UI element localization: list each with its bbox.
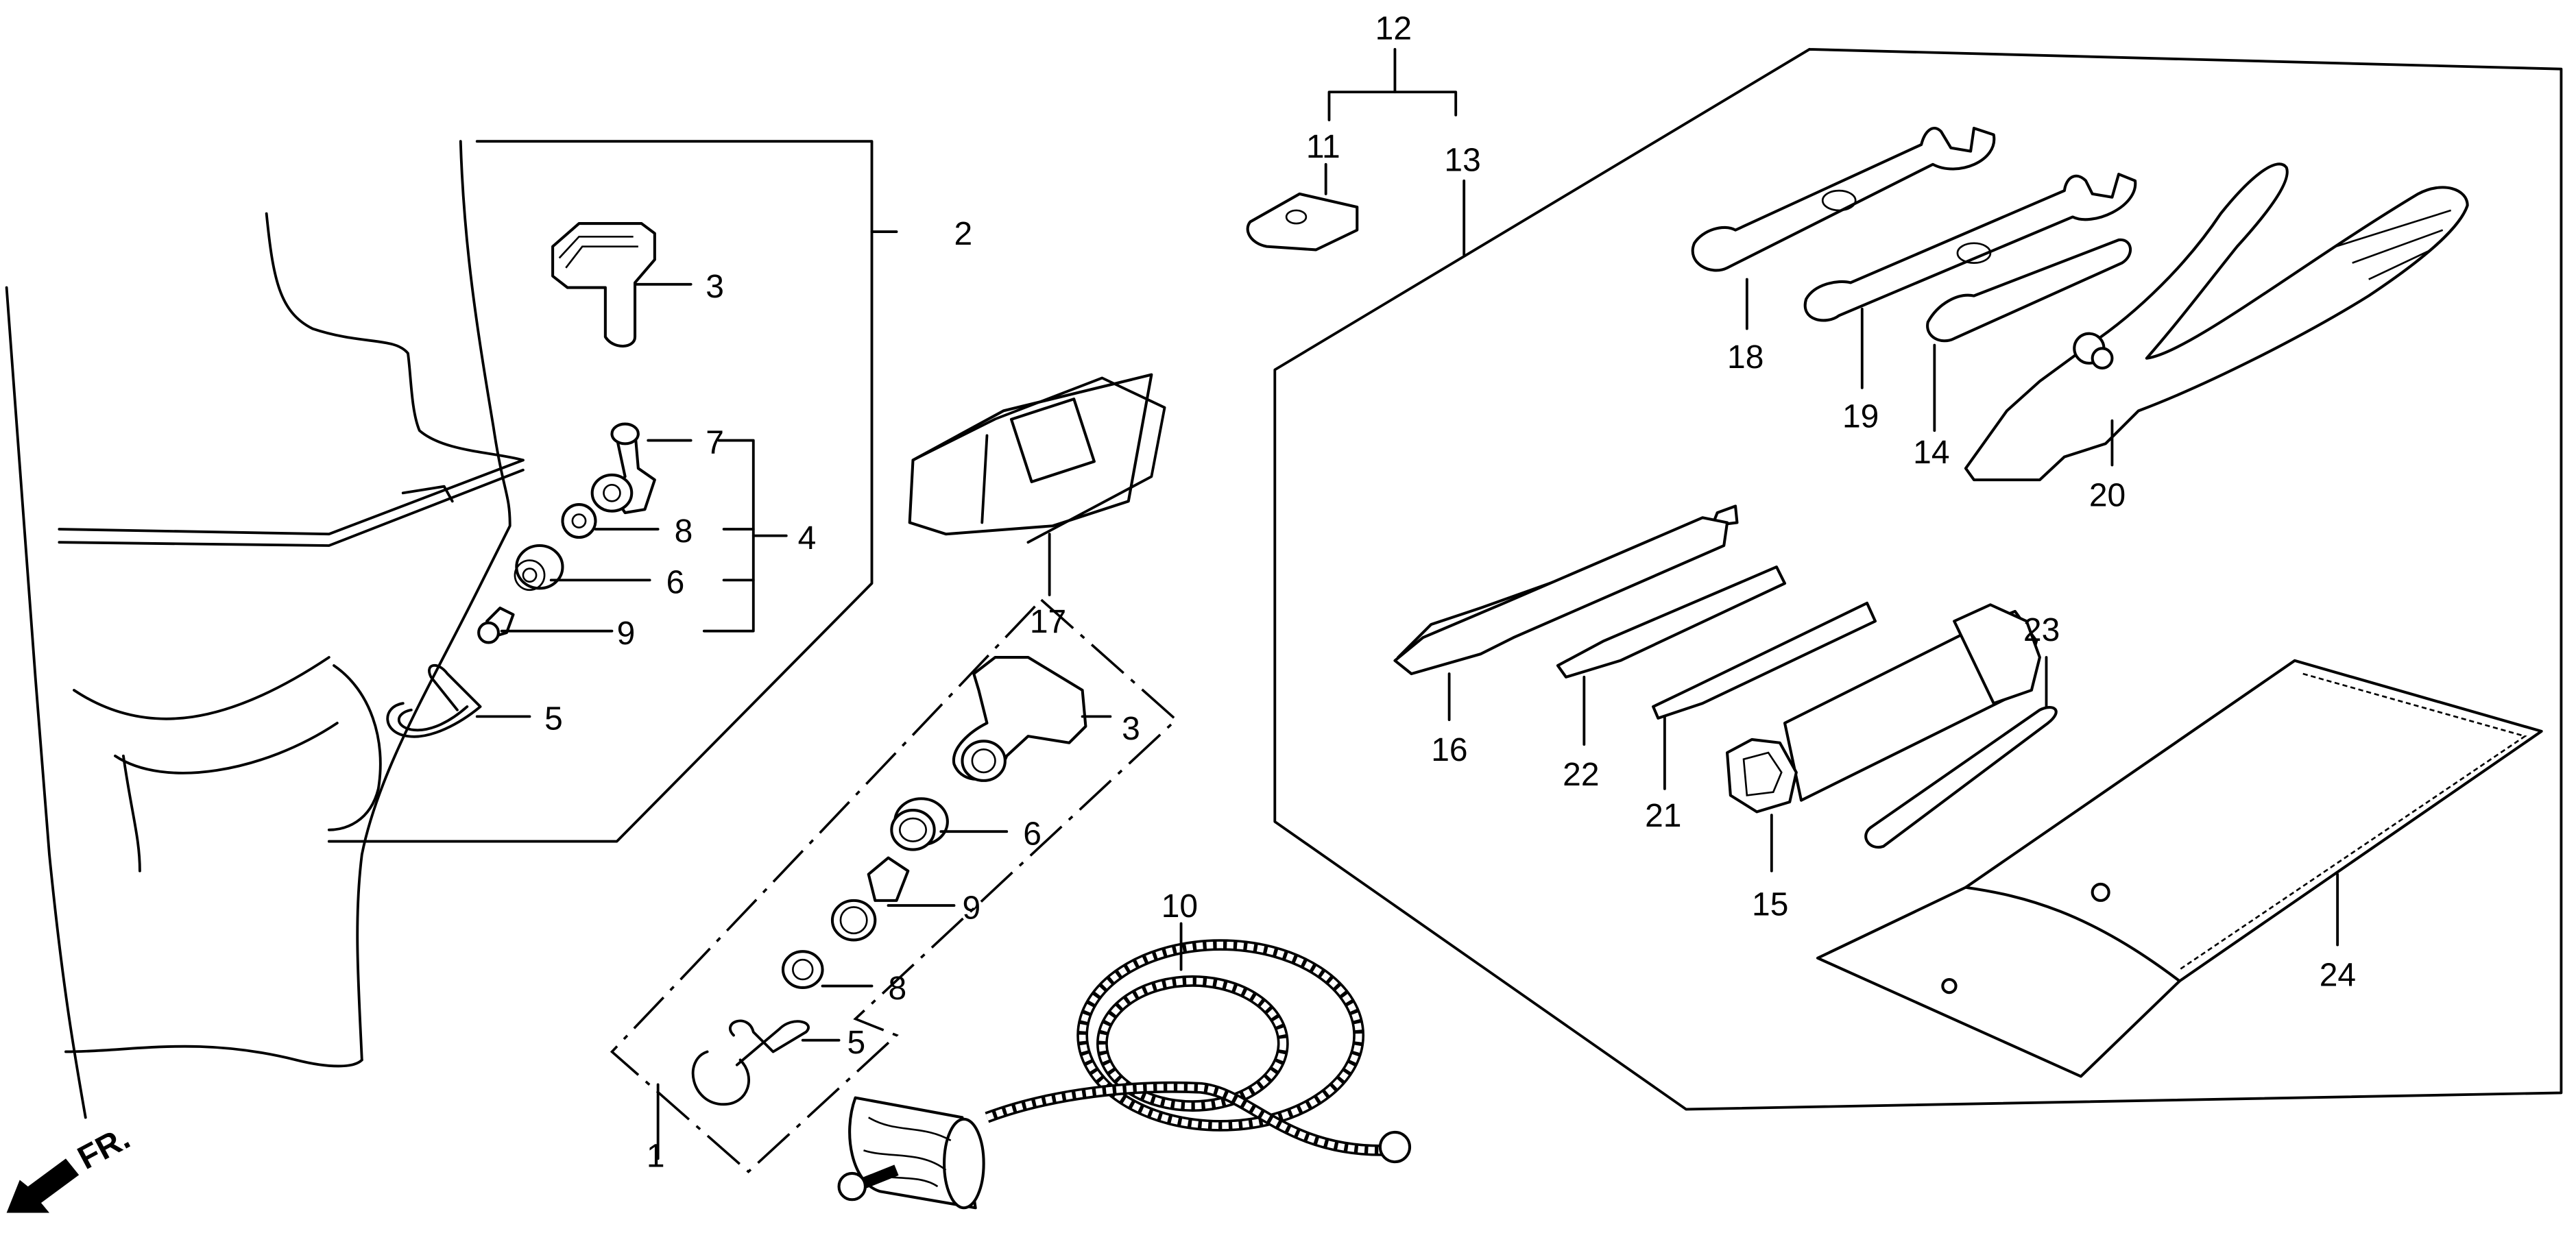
front-direction-label: FR.	[72, 1120, 136, 1177]
tool-bag-part-24	[1816, 659, 2543, 1078]
clip-part-11	[1246, 162, 1359, 252]
screwdriver-part-22	[1556, 565, 1787, 746]
wrench-part-19	[1803, 173, 2137, 322]
nut-part-upper	[514, 544, 564, 591]
callout-3: 3	[706, 269, 724, 305]
callout-23: 23	[2023, 612, 2060, 648]
callout-8: 8	[675, 513, 693, 550]
group-2-bracket	[327, 140, 898, 843]
callout-6: 6	[1023, 816, 1042, 852]
callout-14: 14	[1913, 435, 1949, 471]
front-direction-arrow-icon: FR.	[6, 1120, 136, 1213]
group-1-leaders	[801, 715, 1112, 1042]
elbow-joint-part	[590, 422, 656, 515]
group-1-bracket	[610, 598, 1179, 1173]
callout-24: 24	[2320, 958, 2356, 994]
callout-5: 5	[544, 701, 563, 737]
group-2-leaders	[475, 282, 788, 718]
callout-5: 5	[847, 1025, 866, 1061]
upper-tool-leaders	[1745, 278, 2114, 467]
callout-19: 19	[1842, 398, 1879, 435]
callout-3: 3	[1122, 711, 1140, 747]
callout-4: 4	[798, 520, 817, 557]
callout-20: 20	[2089, 477, 2126, 513]
callout-11: 11	[1306, 129, 1340, 165]
callout-18: 18	[1727, 339, 1764, 376]
joint-part-upper	[477, 607, 515, 644]
joint-part-lower	[830, 856, 910, 942]
cap-part-lower	[952, 656, 1087, 782]
wrench-part-14	[1926, 239, 2132, 343]
screwdriver-part-21	[1652, 601, 1877, 790]
clip-part-upper	[386, 663, 482, 738]
bar-part-23	[1864, 656, 2058, 849]
callout-9: 9	[962, 890, 980, 926]
engine-lower-unit-outline	[5, 140, 525, 1119]
spark-plug-case-part	[908, 373, 1166, 596]
nut-part-lower	[890, 797, 949, 851]
washer-part-upper	[561, 503, 597, 539]
callout-10: 10	[1161, 888, 1198, 925]
group-12-bracket	[1327, 48, 1466, 256]
callout-6: 6	[666, 565, 685, 601]
callout-2: 2	[954, 216, 972, 252]
callout-16: 16	[1431, 732, 1467, 768]
group-13-tool-kit-outline	[1273, 48, 2563, 1111]
callout-21: 21	[1645, 798, 1681, 834]
callout-1: 1	[647, 1138, 665, 1174]
cap-part-upper	[551, 222, 656, 347]
pliers-part-20	[1964, 162, 2469, 482]
callout-8: 8	[889, 971, 907, 1007]
wrench-part-18	[1691, 126, 1996, 272]
callout-12: 12	[1375, 11, 1412, 47]
plug-wrench-part-15	[1726, 603, 2041, 873]
callout-15: 15	[1752, 886, 1788, 923]
callout-9: 9	[617, 615, 636, 652]
screwdriver-grip-part-16	[1393, 504, 1739, 722]
clip-part-lower	[691, 1019, 810, 1106]
callout-22: 22	[1563, 757, 1599, 793]
washer-part-lower	[781, 950, 824, 990]
callout-17: 17	[1030, 604, 1066, 640]
callout-13: 13	[1444, 142, 1480, 178]
callout-labels: 1 2 3 3 4 5 5 6 6 7 8 8 9 9 10 11 12 13 …	[544, 11, 2356, 1175]
callout-7: 7	[706, 425, 724, 461]
starter-rope-part	[837, 922, 1412, 1210]
